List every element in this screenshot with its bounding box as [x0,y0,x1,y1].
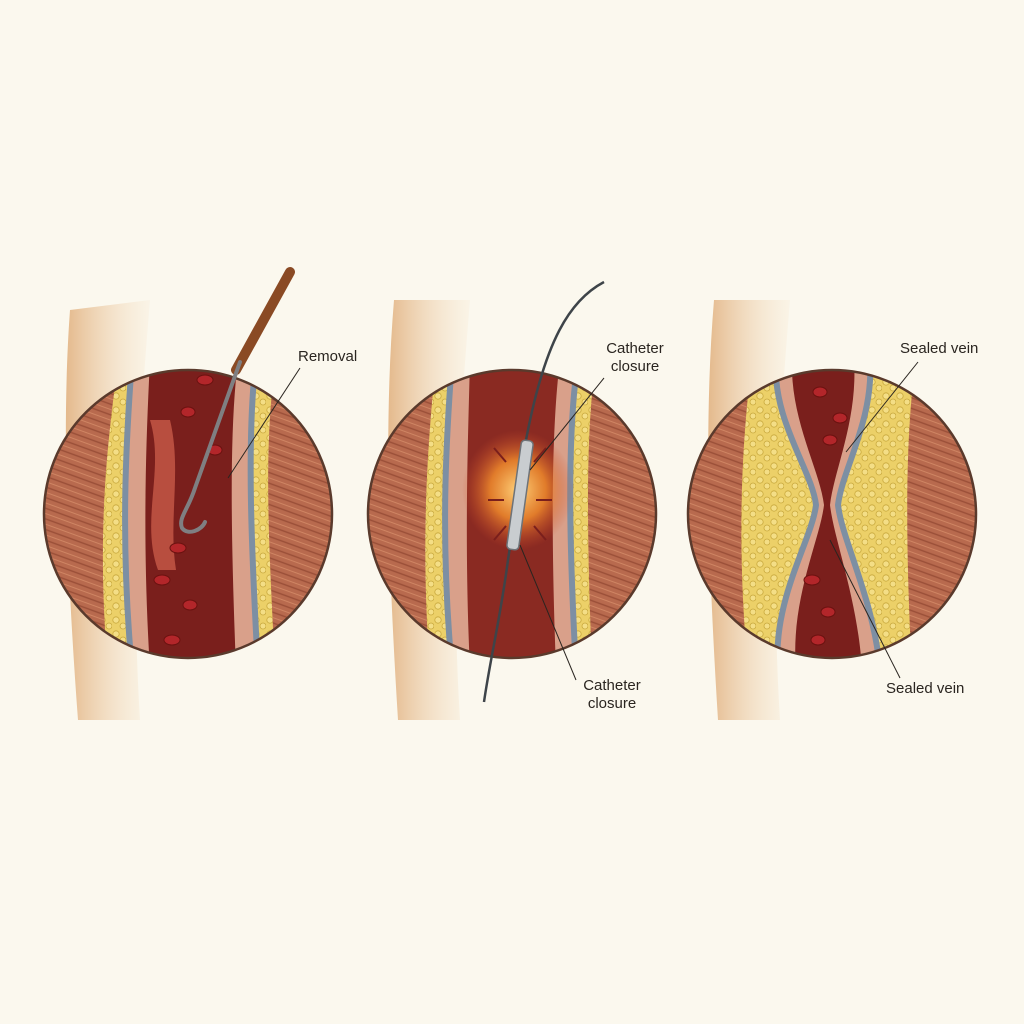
leader-line-sealed-bottom [829,539,901,679]
label-catheter-bottom-line1: Catheter [583,677,641,694]
label-sealed-top-text: Sealed vein [900,340,979,357]
label-catheter-closure-bottom: Catheter closure [574,677,650,713]
label-sealed-bottom-text: Sealed vein [886,680,965,697]
magnifier-circle [686,368,978,660]
magnifier-circle [42,368,334,660]
panel-removal [42,267,334,720]
label-catheter-top-line1: Catheter [606,340,664,357]
label-catheter-bottom-line2: closure [587,695,637,712]
panel-catheter [366,280,658,720]
damaged-vein-tissue [150,420,176,570]
red-blood-cells [803,386,848,646]
label-removal-text: Removal [298,348,358,365]
contraction-arrows [488,447,552,541]
leader-line-sealed-top [845,361,919,453]
hook-instrument [179,267,295,534]
label-removal: Removal [298,348,357,366]
catheter-device [482,280,605,703]
label-sealed-vein-bottom: Sealed vein [886,680,964,698]
sealed-blood-column [791,370,862,658]
panel-sealed [686,300,978,720]
label-sealed-vein-top: Sealed vein [900,340,978,358]
magnifier-circle [366,368,658,660]
label-catheter-closure-top: Catheter closure [600,340,670,376]
leader-line-catheter-bottom [519,544,577,681]
leader-line-removal [227,367,301,479]
leader-line-catheter-top [529,377,605,471]
label-catheter-top-line2: closure [610,358,660,375]
